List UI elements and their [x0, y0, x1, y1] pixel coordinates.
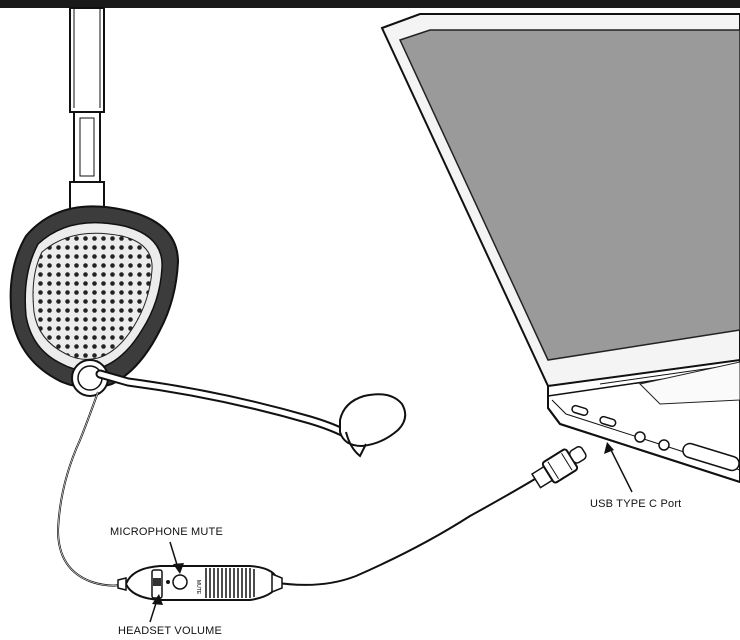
inline-control: MUTE [117, 565, 283, 601]
callout-arrows [149, 541, 184, 623]
laptop-screen [398, 29, 740, 361]
microphone-foam-icon [339, 393, 407, 448]
usb-c-port-1 [571, 404, 589, 417]
mute-text: MUTE [195, 580, 201, 595]
usb-port-label: USB TYPE C Port [590, 498, 682, 510]
headset-volume-label: HEADSET VOLUME [118, 625, 223, 637]
microphone-mute-label: MICROPHONE MUTE [110, 526, 223, 538]
cable [56, 391, 541, 587]
microphone-boom [95, 369, 407, 458]
card-slot [682, 442, 740, 472]
usb-c-plug-icon [530, 445, 587, 489]
headset-icon [9, 205, 180, 397]
audio-jack-2 [658, 439, 670, 451]
volume-slider-thumb[interactable] [153, 578, 161, 586]
grip-ridges [205, 568, 255, 598]
laptop-ports [571, 404, 740, 472]
usb-c-port-2 [599, 415, 617, 428]
top-bar [0, 0, 740, 8]
laptop-icon [380, 13, 740, 493]
mute-button[interactable] [172, 574, 188, 590]
audio-jack-1 [634, 431, 646, 443]
